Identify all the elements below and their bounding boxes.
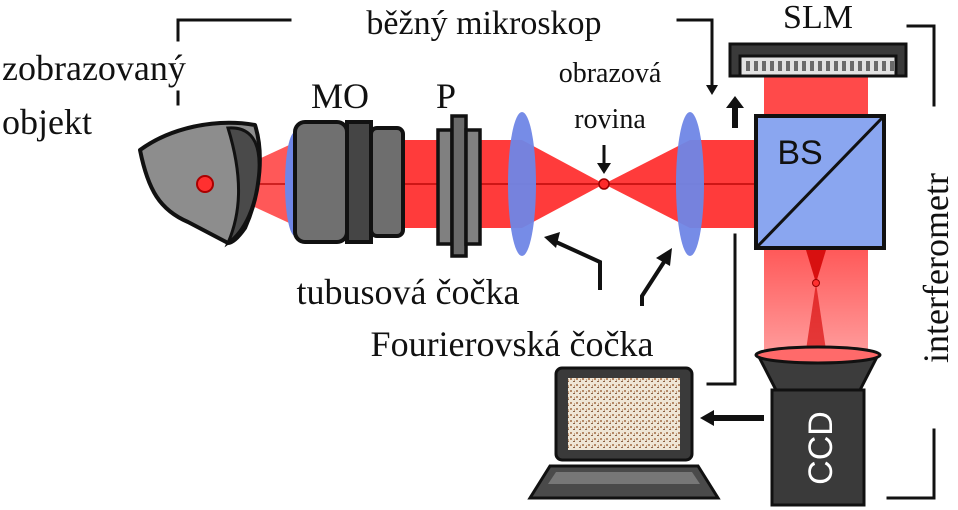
slm-pixel [866,61,870,71]
slm-pixel [842,61,846,71]
bs-diagonal [754,114,886,250]
label-fourierovska-cocka: Fourierovská čočka [371,324,654,364]
laptop-screen [568,378,680,450]
microscope-objective [285,120,405,244]
object-point [196,175,214,193]
slm-pixel [810,61,814,71]
slm-pixel [890,61,894,71]
polarizer-outer [436,128,454,246]
objective-rear-barrel [369,126,405,238]
objective-front-barrel [293,120,349,244]
ccd-focus-cone-top [806,250,826,283]
ccd-focus-point [812,279,820,287]
slm-pixel [762,61,766,71]
label-mo: MO [311,76,369,116]
slm-pixel [746,61,750,71]
bs-up-arrow-head [726,96,744,108]
beam-to-slm-glow [764,76,868,116]
fourier-lens-pointer-arrow [656,248,672,266]
bs-to-laptop-line [706,233,737,386]
slm-pixel [802,61,806,71]
slm-pixel [874,61,878,71]
slm-pixel [770,61,774,71]
microscope-bracket-arrow [706,85,718,95]
microscope-bracket-left [176,18,292,42]
polarizer-mid [450,114,468,258]
slm-pixel [818,61,822,71]
slm-pixel [786,61,790,71]
slm-pixels [746,61,894,71]
label-tubusova-cocka: tubusová čočka [297,272,520,312]
tube-lens [508,112,536,256]
label-interferometr: interferometr [916,173,956,363]
slm-pixel [754,61,758,71]
laptop [527,366,721,500]
label-obrazova: obrazová [559,58,662,89]
microscope-bracket-right [676,18,714,87]
label-slm: SLM [783,0,853,36]
slm-pixel [882,61,886,71]
slm [728,42,908,78]
object-side [224,126,261,248]
imaged-object [138,120,262,248]
label-ccd: CCD [802,411,840,485]
objective-ring [345,120,373,244]
fourier-lens [676,112,704,256]
label-rovina: rovina [574,104,646,135]
slm-pixel [858,61,862,71]
label-bezny-mikroskop: běžný mikroskop [366,5,601,42]
slm-pixel [850,61,854,71]
image-plane-marker-arrow [597,163,611,174]
ccd-camera [754,345,882,507]
label-zobrazovany: zobrazovaný [2,48,186,88]
light-beams [205,76,868,350]
slm-pixel [778,61,782,71]
slm-pixel [794,61,798,71]
label-objekt: objekt [2,102,92,142]
polarizer [436,114,482,258]
tube-lens-pointer [555,240,602,290]
ccd-lens-glass [754,345,882,365]
slm-pixel [834,61,838,71]
polarizer-inner [464,128,482,246]
connector-lines [176,18,936,500]
tube-lens-pointer-arrow [544,232,560,248]
label-p: P [436,76,456,116]
laptop-keys [548,472,700,484]
interferometer-bracket [886,428,936,500]
beam-splitter [754,114,886,250]
label-bs: BS [777,134,822,172]
fourier-lens-pointer [640,260,666,306]
ccd-to-laptop-arrow [700,410,714,426]
image-plane-point [598,178,610,190]
ccd-focus-cone-bottom [806,283,826,350]
slm-connector [906,24,936,107]
slm-pixel [826,61,830,71]
ccd-body [770,388,866,507]
